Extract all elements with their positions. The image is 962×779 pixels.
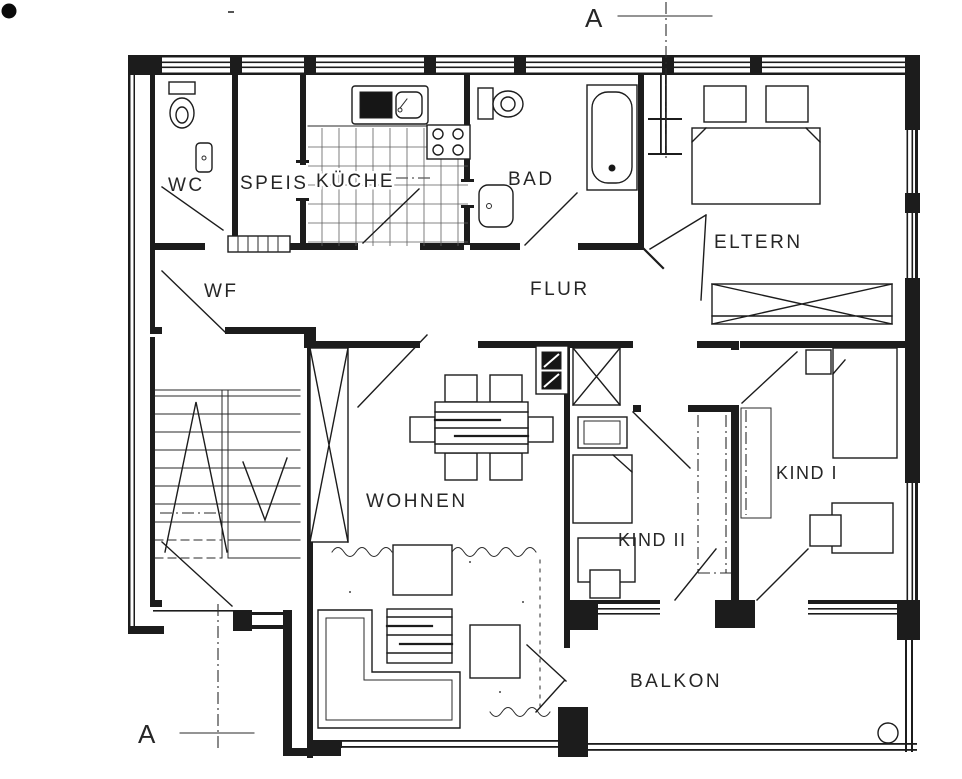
built-in-closet-dashed bbox=[697, 415, 731, 574]
room-label-balkon: BALKON bbox=[630, 671, 722, 692]
door-swing-bad bbox=[524, 192, 578, 246]
kind1-desk bbox=[809, 502, 894, 554]
stairs-icon bbox=[154, 389, 301, 559]
door-swing-kind2 bbox=[632, 411, 691, 469]
room-label-speis: SPEIS bbox=[240, 173, 308, 194]
scan-speck bbox=[228, 11, 234, 13]
room-label-eltern: ELTERN bbox=[714, 232, 803, 253]
door-swing-kueche bbox=[362, 188, 420, 244]
rug-icon bbox=[331, 547, 551, 717]
side-table-icon bbox=[469, 624, 521, 679]
door-swings bbox=[161, 186, 809, 713]
door-swing-eltern bbox=[649, 214, 707, 301]
door-swing-kind1 bbox=[741, 351, 798, 404]
door-swing-wohnen bbox=[357, 334, 428, 408]
wohnen-wardrobe-icon bbox=[309, 347, 349, 543]
room-label-wf: WF bbox=[204, 281, 239, 302]
flue-icon bbox=[535, 345, 569, 395]
room-label-wohnen: WOHNEN bbox=[366, 491, 468, 512]
kind2-desk bbox=[577, 416, 628, 449]
wc-toilet-icon bbox=[168, 81, 196, 129]
door-swing-kind2-balcony bbox=[674, 548, 717, 601]
bad-washbasin-icon bbox=[478, 184, 514, 228]
section-label-bottom: A bbox=[138, 719, 156, 749]
sofa-icon bbox=[317, 609, 461, 729]
kind2-desk2 bbox=[577, 537, 636, 599]
kind2-bed-icon bbox=[572, 454, 633, 524]
wc-washbasin-icon bbox=[195, 142, 213, 173]
bathtub-icon bbox=[586, 84, 638, 191]
room-label-kueche: KÜCHE bbox=[316, 171, 395, 192]
outer-walls bbox=[128, 55, 920, 752]
eltern-wardrobe-icon bbox=[711, 283, 893, 325]
stair-direction-arrow bbox=[242, 457, 288, 523]
kind1-bed-icon bbox=[805, 347, 898, 459]
room-label-kind1: KIND I bbox=[776, 463, 838, 483]
wall-chamfer bbox=[641, 246, 665, 270]
room-label-bad: BAD bbox=[508, 169, 555, 190]
double-bed-icon bbox=[691, 85, 821, 205]
room-labels: WC SPEIS KÜCHE BAD ELTERN WF FLUR WOHNEN… bbox=[168, 169, 838, 693]
balcony-drain-icon bbox=[877, 722, 899, 744]
door-swing-kind1-balcony bbox=[756, 548, 809, 601]
coffee-table-icon bbox=[385, 608, 454, 664]
section-line-a-a: A A bbox=[138, 2, 713, 749]
room-label-flur: FLUR bbox=[530, 279, 590, 300]
bullet-marker-icon bbox=[1, 3, 17, 19]
stove-icon bbox=[426, 124, 471, 160]
door-swing-wc bbox=[161, 186, 224, 231]
kitchen-sink-icon bbox=[351, 85, 429, 125]
room-label-kind2: KIND II bbox=[618, 530, 687, 550]
bad-toilet-icon bbox=[477, 87, 524, 120]
door-swing-stairwell bbox=[161, 541, 233, 607]
room-label-wc: WC bbox=[168, 175, 205, 196]
media-table bbox=[392, 544, 453, 596]
radiator-icon bbox=[227, 235, 291, 253]
section-label-top: A bbox=[585, 3, 603, 33]
stair-direction-arrow bbox=[164, 401, 228, 553]
door-swing-entry bbox=[161, 270, 226, 333]
door-swing-wohnen-balcony bbox=[526, 644, 567, 713]
kind2-wardrobe-icon bbox=[572, 347, 621, 406]
dining-table-icon bbox=[409, 374, 554, 481]
kind1-closet-niche bbox=[740, 407, 772, 519]
